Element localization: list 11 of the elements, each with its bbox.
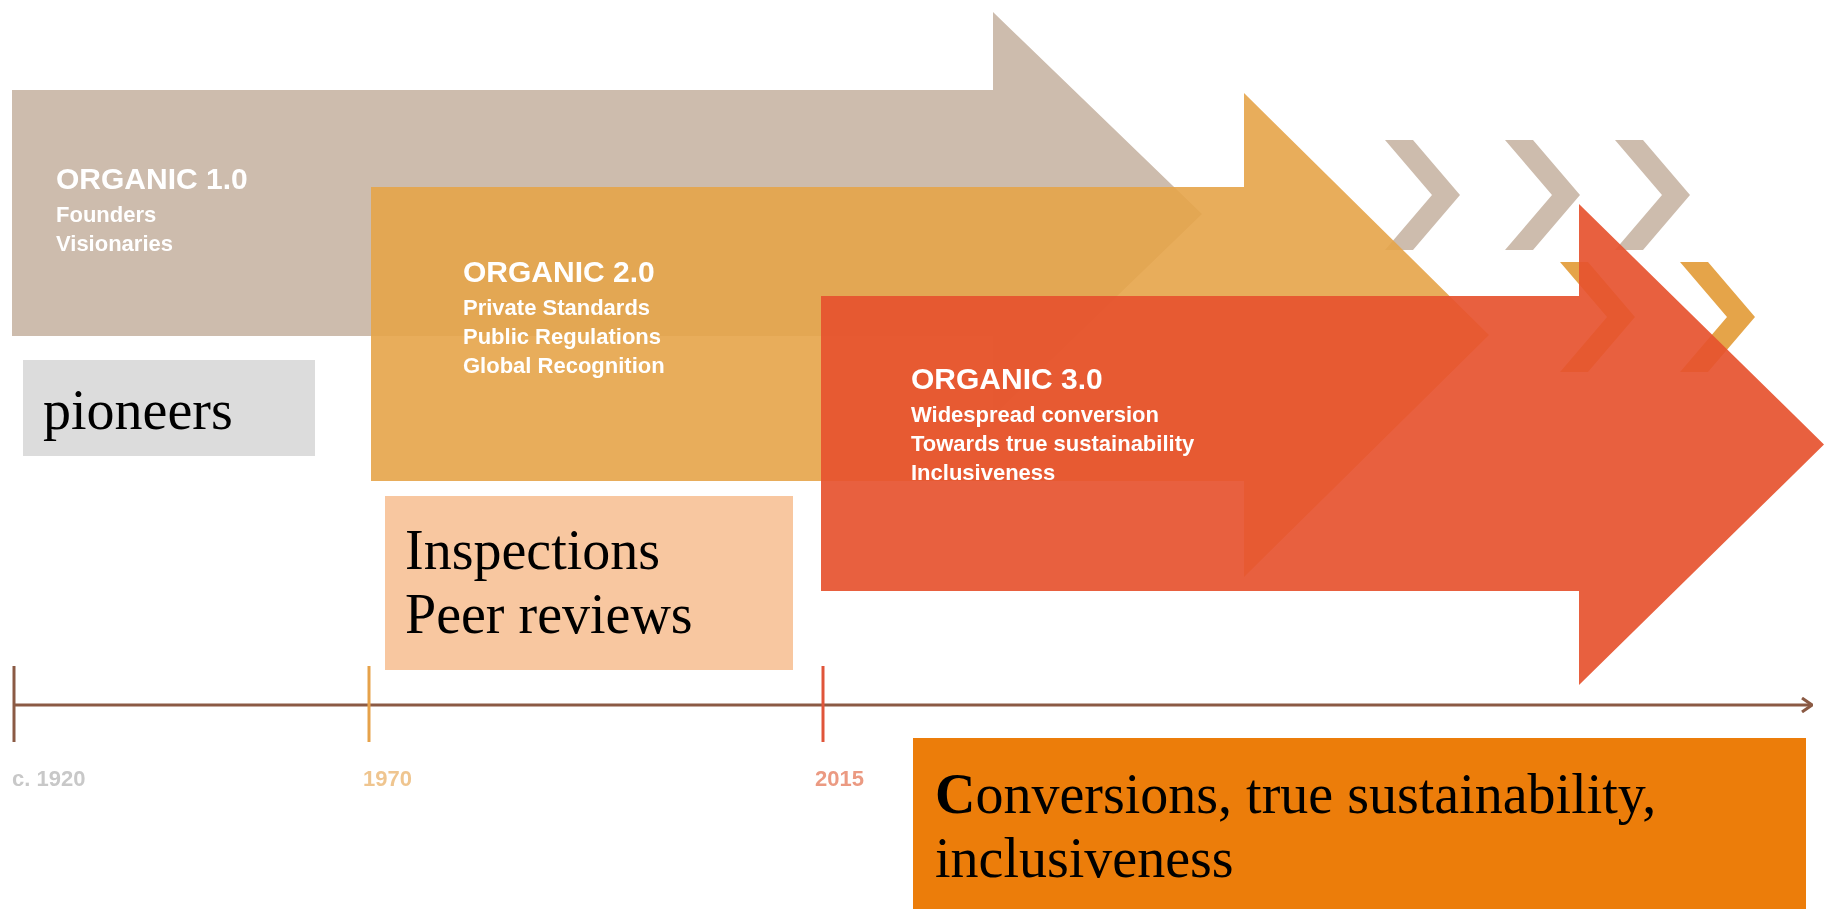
year-label: 1970 [363, 766, 412, 792]
phase-description: Widespread conversion Towards true sustainability Inclusiveness [911, 401, 1196, 487]
label-box: pioneers [23, 360, 315, 456]
year-label: 2015 [815, 766, 864, 792]
phase-description: Founders Visionaries [56, 201, 174, 258]
phase-description: Private Standards Public Regulations Global Recognition [463, 294, 666, 380]
label-box: Inspections Peer reviews [385, 496, 793, 670]
phase-heading: ORGANIC 2.0 [463, 255, 655, 289]
label-box: Conversions, true sustainability, inclusiveness [913, 738, 1806, 909]
phase-heading: ORGANIC 3.0 [911, 362, 1103, 396]
phase-heading: ORGANIC 1.0 [56, 162, 248, 196]
